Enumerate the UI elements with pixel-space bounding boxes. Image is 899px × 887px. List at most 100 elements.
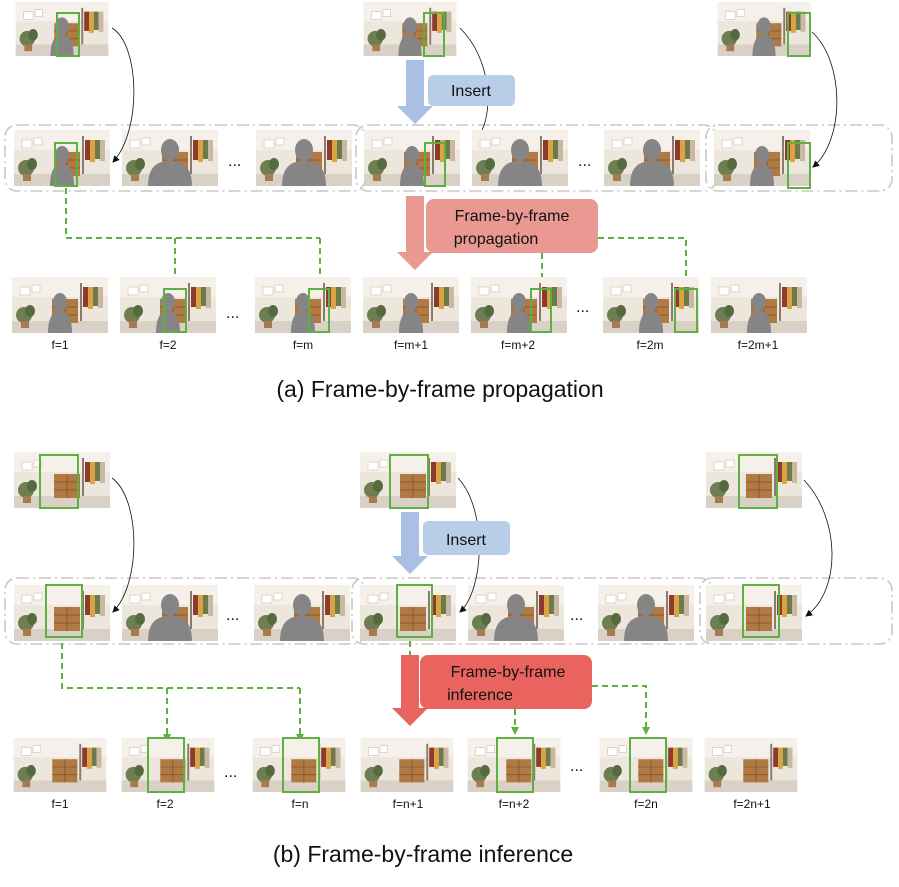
reference-frame [706, 452, 802, 508]
output-frame [252, 738, 346, 792]
middle-frame [468, 585, 564, 641]
frame-label: f=m+2 [501, 338, 535, 352]
output-frame [603, 277, 699, 333]
output-frame [471, 277, 567, 333]
ellipsis: ... [224, 764, 237, 781]
tracked-box [163, 288, 187, 333]
middle-frame [360, 585, 456, 641]
middle-frame [714, 130, 810, 186]
reference-box [423, 12, 445, 57]
reference-frame [15, 2, 109, 56]
tracked-box [396, 584, 433, 638]
reference-box [56, 12, 80, 57]
tracked-box [674, 288, 698, 333]
reference-frame [717, 2, 811, 56]
ellipsis: ... [570, 607, 583, 624]
reference-box [389, 454, 429, 509]
reference-box [738, 454, 778, 509]
ellipsis: ... [576, 299, 589, 316]
ellipsis: ... [228, 153, 241, 170]
output-frame [704, 738, 798, 792]
insert-label: Insert [451, 83, 492, 100]
inference-arrow [392, 655, 428, 726]
reference-box [787, 12, 811, 57]
inference-path [592, 685, 650, 735]
propagation-path [65, 188, 320, 239]
output-frame [120, 277, 216, 333]
ellipsis: ... [226, 305, 239, 322]
reference-frame [363, 2, 457, 56]
reference-frame [360, 452, 456, 508]
panel-b-caption: (b) Frame-by-frame inference [273, 841, 573, 867]
frame-label: f=n [291, 797, 308, 811]
output-frame [12, 277, 108, 333]
tracked-box [424, 142, 446, 187]
insert-curve-arrow [111, 27, 135, 163]
insert-arrow [397, 60, 433, 124]
output-frame [711, 277, 807, 333]
insert-curve-arrow [111, 477, 135, 613]
frame-label: f=1 [51, 338, 68, 352]
ellipsis: ... [578, 153, 591, 170]
tracked-box [147, 737, 185, 793]
middle-frame [598, 585, 694, 641]
tracked-box [282, 737, 320, 793]
output-frame [360, 738, 454, 792]
output-frame [121, 738, 215, 792]
frame-label: f=2 [159, 338, 176, 352]
frame-label: f=1 [51, 797, 68, 811]
frame-label: f=2m+1 [738, 338, 779, 352]
middle-frame [256, 130, 352, 186]
output-frame [467, 738, 561, 792]
group-border [705, 124, 893, 192]
group-border [699, 577, 893, 645]
tracked-box [530, 288, 552, 333]
reference-frame [14, 452, 110, 508]
frame-label: f=2n [634, 797, 658, 811]
insert-tag [423, 521, 510, 555]
middle-frame [122, 130, 218, 186]
frame-label: f=n+1 [393, 797, 424, 811]
frame-label: f=2m [636, 338, 663, 352]
ellipsis: ... [226, 607, 239, 624]
tracked-box [54, 142, 78, 187]
propagation-tag [426, 199, 598, 253]
propagation-arrow [397, 196, 433, 270]
frame-label: f=2 [156, 797, 173, 811]
tracked-box [787, 142, 811, 189]
frame-label: f=n+2 [499, 797, 530, 811]
panel-a: ... ... Insert Frame-by-frame propagatio… [4, 2, 893, 402]
frame-label: f=2n+1 [733, 797, 771, 811]
ellipsis: ... [570, 758, 583, 775]
insert-label: Insert [446, 532, 487, 549]
tracked-box [45, 584, 83, 638]
inference-path [61, 643, 300, 689]
middle-frame [14, 585, 110, 641]
propagation-label-line2: propagation [454, 231, 539, 248]
tracked-box [496, 737, 534, 793]
middle-frame [122, 585, 218, 641]
insert-arrow [392, 512, 428, 574]
output-frame [255, 277, 351, 333]
output-frame [599, 738, 693, 792]
middle-frame [604, 130, 700, 186]
tracked-box [742, 584, 780, 638]
output-frame [13, 738, 107, 792]
reference-box [39, 454, 79, 509]
panel-b: ... ... Insert Frame-by-frame inference [4, 452, 893, 867]
tracked-box [308, 288, 330, 333]
panel-a-caption: (a) Frame-by-frame propagation [276, 376, 603, 402]
middle-frame [14, 130, 110, 186]
inference-label-line2: inference [447, 687, 513, 704]
inference-tag [420, 655, 592, 709]
output-frame [363, 277, 459, 333]
insert-curve-arrow [811, 31, 838, 168]
middle-frame [706, 585, 802, 641]
insert-tag [428, 75, 515, 106]
middle-frame [254, 585, 350, 641]
insert-curve-arrow [803, 479, 833, 617]
propagation-path [598, 237, 690, 290]
middle-frame [472, 130, 568, 186]
tracked-box [629, 737, 667, 793]
